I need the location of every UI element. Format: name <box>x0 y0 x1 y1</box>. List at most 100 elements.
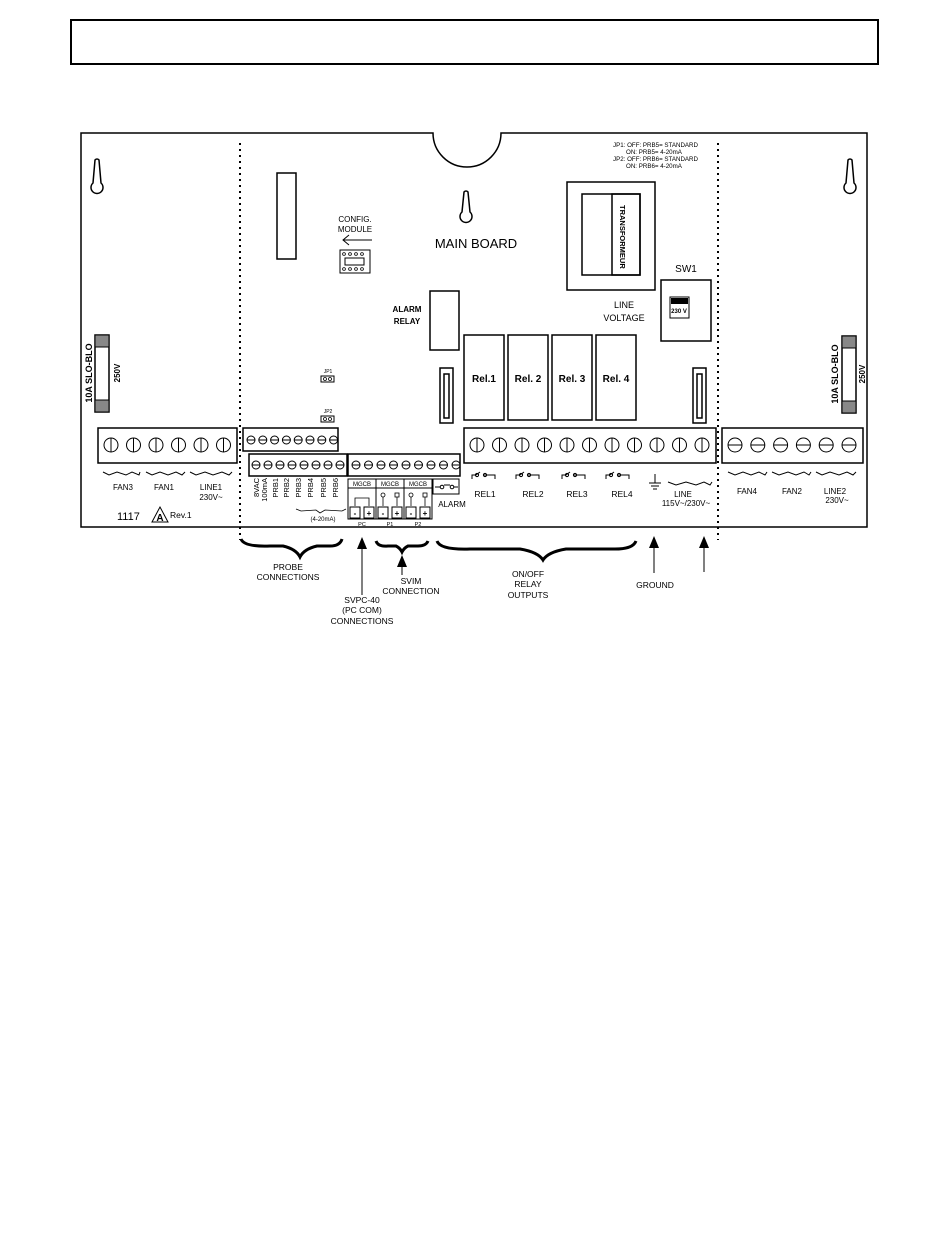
terminal-screw[interactable] <box>263 460 273 470</box>
terminal-screw[interactable] <box>672 437 687 453</box>
jp1-jumper[interactable] <box>320 375 335 383</box>
terminal-screw[interactable] <box>818 437 834 453</box>
jumper-note: ON: PRB5= 4-20mA <box>626 149 683 156</box>
terminal-screw[interactable] <box>323 460 333 470</box>
arrow-up-icon <box>357 537 367 549</box>
terminal-label-fan2: FAN2 <box>782 487 803 496</box>
terminal-screw[interactable] <box>103 437 119 453</box>
terminal-screw[interactable] <box>582 437 597 453</box>
svim-callout-label: CONNECTION <box>382 586 439 596</box>
terminal-screw[interactable] <box>469 437 485 453</box>
svpc-callout-label: SVPC-40 <box>344 595 380 605</box>
sw1-switch[interactable] <box>660 279 712 342</box>
line-terminal-label: LINE <box>674 490 692 499</box>
keyhole-icon <box>90 158 104 195</box>
terminal-screw[interactable] <box>401 460 411 470</box>
relay-2: Rel. 2 <box>507 334 549 421</box>
connector-strip <box>276 172 297 260</box>
terminal-screw[interactable] <box>351 460 361 470</box>
terminal-screw[interactable] <box>216 437 231 453</box>
svg-text:-: - <box>410 509 413 518</box>
terminal-brace <box>727 471 768 476</box>
config-module-label: MODULE <box>338 225 372 234</box>
transformer-label: TRANSFORMEUR <box>618 205 627 269</box>
relay-3-label: Rel. 3 <box>559 374 586 385</box>
terminal-screw[interactable] <box>727 437 743 453</box>
relay-4: Rel. 4 <box>595 334 637 421</box>
relay-contact-symbol <box>515 471 540 479</box>
terminal-screw[interactable] <box>376 460 386 470</box>
terminal-screw[interactable] <box>426 460 436 470</box>
terminal-brace <box>102 471 141 476</box>
terminal-screw[interactable] <box>750 437 766 453</box>
terminal-screw[interactable] <box>126 437 141 453</box>
jumper-note: ON: PRB6= 4-20mA <box>626 163 683 170</box>
terminal-screw[interactable] <box>171 437 186 453</box>
probe-label-prb5: PRB5 <box>319 478 328 498</box>
revision-letter: A <box>156 513 163 524</box>
terminal-screw[interactable] <box>251 460 261 470</box>
terminal-block-left <box>97 427 238 464</box>
jp2-label: JP2 <box>324 409 333 415</box>
terminal-screw[interactable] <box>270 435 280 445</box>
terminal-screw[interactable] <box>694 437 710 453</box>
terminal-screw[interactable] <box>604 437 620 453</box>
terminal-screw[interactable] <box>514 437 530 453</box>
terminal-screw[interactable] <box>193 437 209 453</box>
terminal-screw[interactable] <box>492 437 507 453</box>
terminal-label-line1-voltage: 230V~ <box>199 493 223 502</box>
terminal-screw[interactable] <box>299 460 309 470</box>
terminal-screw[interactable] <box>773 437 789 453</box>
terminal-screw[interactable] <box>795 437 811 453</box>
terminal-screw[interactable] <box>311 460 321 470</box>
terminal-screw[interactable] <box>335 460 345 470</box>
jumper-note: JP1: OFF: PRB5= STANDARD <box>613 142 699 149</box>
relay-callout-label: RELAY <box>514 579 542 589</box>
relay-output-label-rel4: REL4 <box>611 489 633 499</box>
probe-callout-label: PROBE <box>273 562 303 572</box>
terminal-screw[interactable] <box>537 437 552 453</box>
terminal-screw[interactable] <box>148 437 164 453</box>
terminal-screw[interactable] <box>258 435 268 445</box>
ground-icon <box>649 474 661 490</box>
probe-label-8vac: 8VAC <box>252 477 261 497</box>
terminal-screw[interactable] <box>287 460 297 470</box>
svg-text:-: - <box>382 509 385 518</box>
svpc-callout-label: (PC COM) <box>342 605 382 615</box>
terminal-block-probe-upper <box>242 427 339 452</box>
terminal-screw[interactable] <box>439 460 448 470</box>
fuse-left-voltage: 250V <box>113 363 122 382</box>
terminal-screw[interactable] <box>649 437 665 453</box>
alarm-relay <box>429 290 460 351</box>
terminal-screw[interactable] <box>329 435 339 445</box>
terminal-screw[interactable] <box>841 437 857 453</box>
terminal-screw[interactable] <box>364 460 373 470</box>
terminal-screw[interactable] <box>627 437 642 453</box>
config-module-label: CONFIG. <box>338 215 371 224</box>
probe-callout-brace <box>239 538 344 561</box>
terminal-screw[interactable] <box>414 460 423 470</box>
svg-text:+: + <box>367 509 372 518</box>
relay-output-label-rel1: REL1 <box>474 489 496 499</box>
comm-block-pc: MGCB - + PC <box>347 478 377 528</box>
terminal-screw[interactable] <box>559 437 575 453</box>
terminal-screw[interactable] <box>275 460 285 470</box>
relay-output-label-rel3: REL3 <box>566 489 588 499</box>
terminal-screw[interactable] <box>451 460 461 470</box>
terminal-screw[interactable] <box>305 435 315 445</box>
jp2-jumper[interactable] <box>320 415 335 423</box>
fuse-left <box>94 334 110 413</box>
terminal-block-probe <box>248 453 348 477</box>
terminal-block-relay <box>463 427 717 464</box>
terminal-screw[interactable] <box>281 435 291 445</box>
terminal-screw[interactable] <box>389 460 398 470</box>
terminal-screw[interactable] <box>293 435 303 445</box>
relay-4-label: Rel. 4 <box>603 374 630 385</box>
probe-range-brace <box>295 508 347 514</box>
header-box <box>70 19 879 65</box>
terminal-screw[interactable] <box>317 435 327 445</box>
board-id: 1117 <box>117 511 140 523</box>
terminal-label-line1: LINE1 <box>200 483 223 492</box>
probe-range: (4-20mA) <box>310 517 335 523</box>
terminal-screw[interactable] <box>246 435 256 445</box>
